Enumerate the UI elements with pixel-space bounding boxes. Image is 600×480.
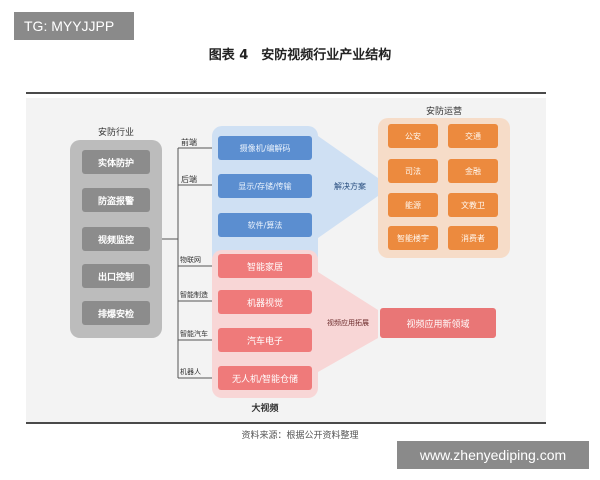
bottom-rule <box>26 422 546 424</box>
branch-label-iot: 物联网 <box>180 256 201 264</box>
industry-item-burglar-alarm: 防盗报警 <box>82 188 150 212</box>
big-video-label: 大视频 <box>251 404 279 414</box>
industry-label: 安防行业 <box>97 128 134 138</box>
security-item-software-algorithm: 软件/算法 <box>218 213 312 237</box>
solution-arrow <box>318 136 378 238</box>
branch-label-smart-car: 智能汽车 <box>180 330 208 338</box>
branch-label-smart-manufacturing: 智能制造 <box>180 291 208 299</box>
expansion-label: 视频应用拓展 <box>327 319 369 327</box>
branch-label-robot: 机器人 <box>180 368 201 376</box>
operations-item-energy: 能源 <box>388 193 438 217</box>
security-item-camera-codec: 摄像机/编解码 <box>218 136 312 160</box>
expansion-arrow <box>318 272 378 372</box>
operations-label: 安防运营 <box>425 107 462 117</box>
operations-item-education-health: 文教卫 <box>448 193 498 217</box>
operations-item-traffic: 交通 <box>448 124 498 148</box>
watermark-bottom-right: www.zhenyediping.com <box>397 441 589 469</box>
industry-item-video-surveillance: 视频监控 <box>82 227 150 251</box>
solution-label: 解决方案 <box>334 182 366 191</box>
operations-item-finance: 金融 <box>448 159 498 183</box>
industry-item-access-control: 出口控制 <box>82 264 150 288</box>
big-video-item-drone-warehouse: 无人机/智能仓储 <box>218 366 312 390</box>
operations-item-smart-building: 智能楼宇 <box>388 226 438 250</box>
branch-label-backend: 后端 <box>181 175 197 184</box>
industry-item-physical-protection: 实体防护 <box>82 150 150 174</box>
figure-title: 图表 4 安防视频行业产业结构 <box>208 48 392 63</box>
security-item-display-storage: 显示/存储/传输 <box>218 174 312 198</box>
operations-item-consumer: 消费者 <box>448 226 498 250</box>
new-field-box: 视频应用新领域 <box>380 308 496 338</box>
watermark-top-left: TG: MYYJJPP <box>14 12 134 40</box>
operations-item-police: 公安 <box>388 124 438 148</box>
big-video-item-machine-vision: 机器视觉 <box>218 290 312 314</box>
industry-item-explosive-inspection: 排爆安检 <box>82 301 150 325</box>
branch-label-frontend: 前端 <box>181 138 197 147</box>
top-rule <box>26 92 546 94</box>
operations-item-judiciary: 司法 <box>388 159 438 183</box>
source-note: 资料来源：根据公开资料整理 <box>241 431 359 441</box>
big-video-item-auto-electronics: 汽车电子 <box>218 328 312 352</box>
big-video-item-smart-home: 智能家居 <box>218 254 312 278</box>
